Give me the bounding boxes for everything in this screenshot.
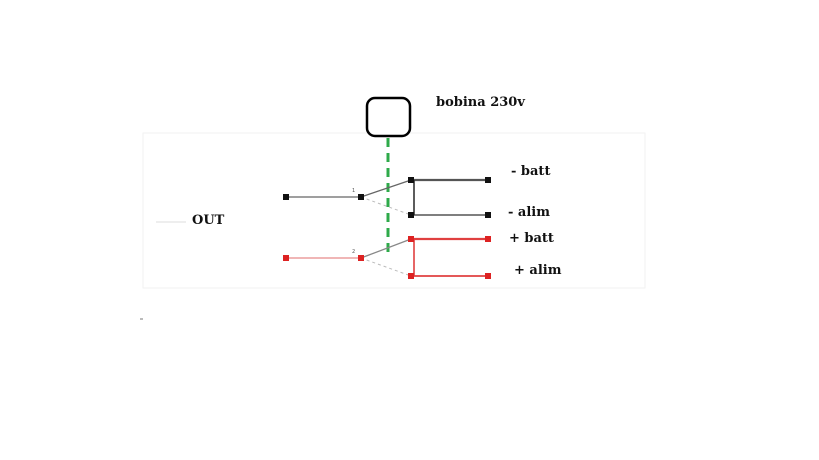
node-pole-positive (358, 255, 364, 261)
switch-arm-positive (360, 238, 412, 259)
node-out-negative (283, 194, 289, 200)
coil-label: bobina 230v (436, 95, 525, 110)
switch-nc-positive (360, 257, 412, 277)
node-pole-negative (358, 194, 364, 200)
terminal-label-minus-alim: - alim (508, 205, 550, 220)
coil-box (365, 96, 412, 138)
pin-label-pole-1: 1 (352, 188, 356, 194)
terminal-label-plus-batt: + batt (509, 231, 554, 246)
node-minus-alim (485, 212, 491, 218)
output-label: OUT (192, 213, 225, 228)
terminal-label-minus-batt: - batt (511, 164, 551, 179)
node-nc-negative (408, 212, 414, 218)
node-plus-batt (485, 236, 491, 242)
node-no-negative (408, 177, 414, 183)
switch-arm-negative (360, 179, 412, 198)
node-plus-alim (485, 273, 491, 279)
node-nc-positive (408, 273, 414, 279)
terminal-label-plus-alim: + alim (514, 263, 562, 278)
pin-label-pole-2: 2 (352, 249, 356, 255)
diagram-panel (142, 132, 646, 289)
node-no-positive (408, 236, 414, 242)
node-out-positive (283, 255, 289, 261)
node-minus-batt (485, 177, 491, 183)
switch-nc-negative (360, 196, 412, 216)
